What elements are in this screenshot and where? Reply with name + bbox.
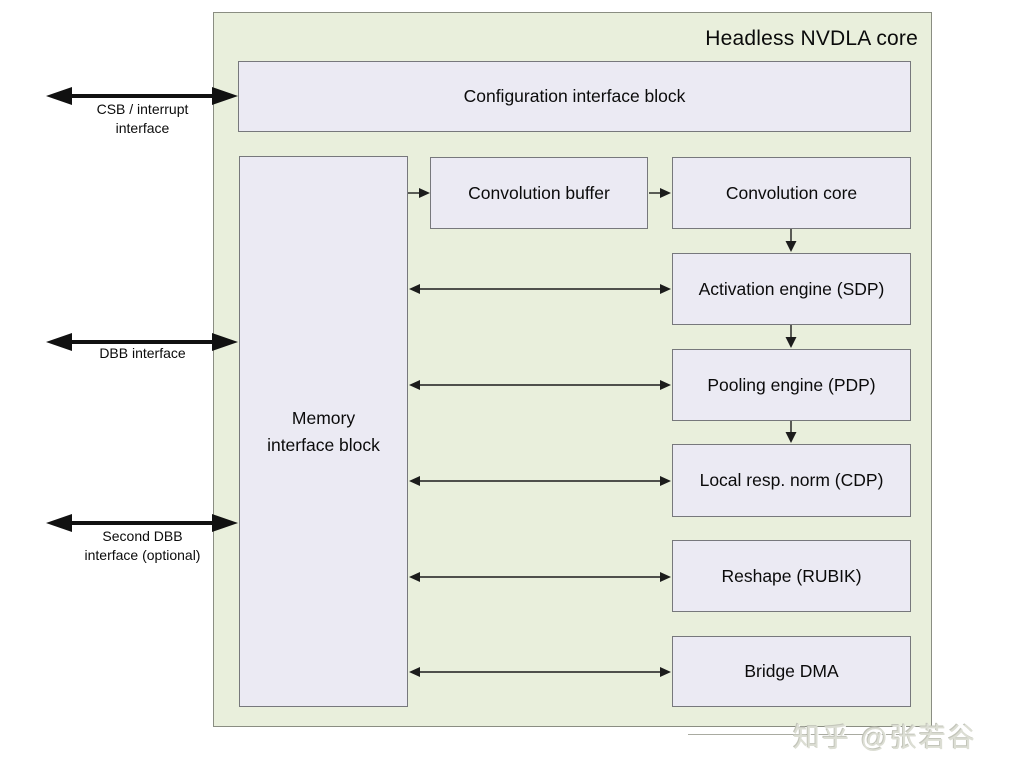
block-pooling-engine: Pooling engine (PDP)	[672, 349, 911, 421]
csb-interface-label: CSB / interrupt interface	[96, 101, 189, 136]
block-local-resp-norm: Local resp. norm (CDP)	[672, 444, 911, 517]
watermark-line	[688, 734, 902, 735]
dbb-interface-label: DBB interface	[99, 345, 186, 361]
watermark-text: 知乎 @张若谷	[793, 723, 977, 753]
block-convolution-buffer: Convolution buffer	[430, 157, 648, 229]
diagram-title: Headless NVDLA core	[705, 27, 918, 50]
block-memory-interface: Memory interface block	[239, 156, 408, 707]
block-convolution-core: Convolution core	[672, 157, 911, 229]
block-activation-engine: Activation engine (SDP)	[672, 253, 911, 325]
block-configuration-interface: Configuration interface block	[238, 61, 911, 132]
block-reshape-rubik: Reshape (RUBIK)	[672, 540, 911, 612]
second-dbb-interface-label: Second DBB interface (optional)	[84, 528, 201, 563]
block-bridge-dma: Bridge DMA	[672, 636, 911, 707]
